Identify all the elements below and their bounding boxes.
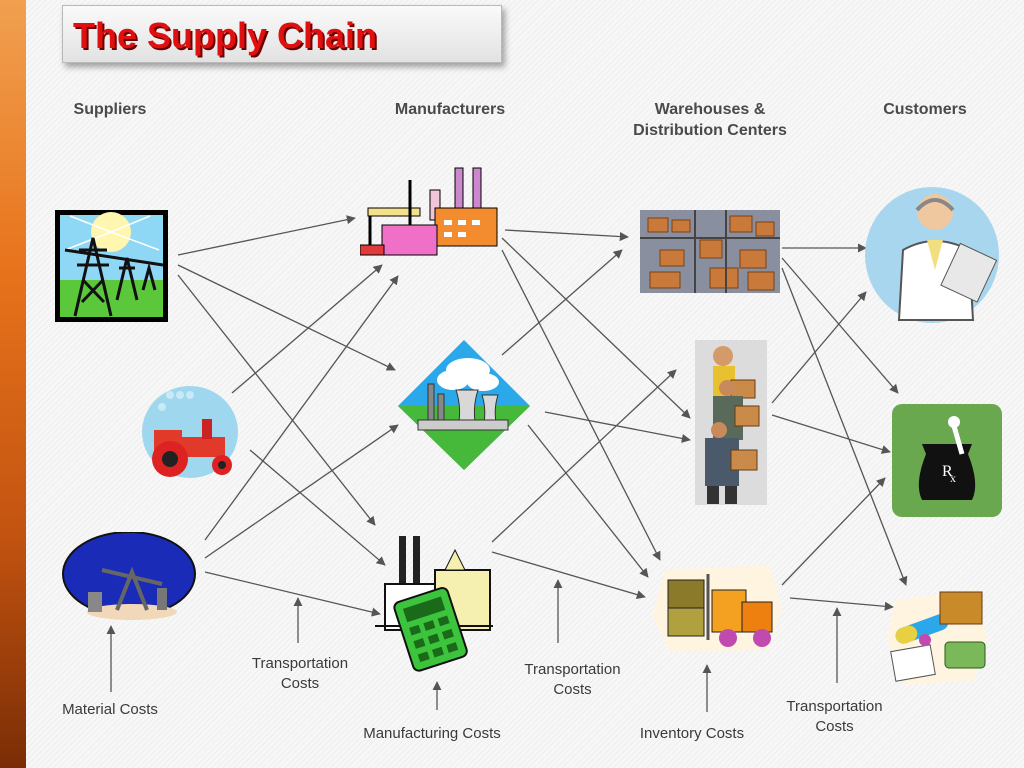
power-lines-icon <box>55 210 168 322</box>
header-suppliers: Suppliers <box>73 101 147 118</box>
svg-text:R: R <box>942 463 953 480</box>
medicine-icon <box>887 590 987 685</box>
header-manufacturers: Manufacturers <box>394 101 506 118</box>
tractor-icon <box>142 386 238 478</box>
workers-boxes-icon <box>695 340 767 505</box>
arrow <box>771 414 891 454</box>
arrow <box>249 449 386 566</box>
arrow <box>504 229 629 242</box>
arrow <box>501 249 661 561</box>
arrow <box>789 597 894 611</box>
arrow <box>231 264 383 394</box>
material-costs-label: Material Costs <box>62 701 158 718</box>
arrow <box>781 257 899 394</box>
page-title: The Supply Chain <box>73 15 378 56</box>
transport-costs-label-3: Transportation Costs <box>772 697 897 737</box>
transport-costs-2-line1: Transportation <box>524 661 621 678</box>
doctor-icon <box>865 187 999 323</box>
transport-costs-1-line1: Transportation <box>251 655 349 672</box>
forklift-icon <box>652 565 782 652</box>
arrow <box>501 249 623 356</box>
arrow <box>527 424 649 578</box>
arrow <box>544 411 691 443</box>
svg-text:x: x <box>950 471 956 485</box>
arrow <box>491 551 646 600</box>
inventory-costs-label: Inventory Costs <box>639 725 745 742</box>
header-warehouses-line2: Distribution Centers <box>633 122 787 139</box>
oil-pump-icon <box>62 532 196 620</box>
arrow <box>491 369 677 543</box>
arrow <box>177 264 396 371</box>
arrow <box>204 571 381 617</box>
title-box: The Supply Chain <box>62 5 502 63</box>
warehouse-shelves-icon <box>640 210 780 293</box>
arrow <box>781 477 886 586</box>
header-warehouses-line1: Warehouses & <box>654 101 766 118</box>
arrow <box>501 237 691 419</box>
transport-costs-3-line1: Transportation <box>786 698 883 715</box>
header-customers: Customers <box>883 101 967 118</box>
manufacturing-costs-label: Manufacturing Costs <box>363 725 501 742</box>
transport-costs-label-2: Transportation Costs <box>510 660 635 700</box>
factory-icon <box>360 167 498 256</box>
power-plant-icon <box>398 340 530 470</box>
pharmacy-rx-icon: R x <box>892 404 1002 517</box>
transport-costs-2-line2: Costs <box>553 681 592 698</box>
arrow <box>177 215 356 256</box>
transport-costs-1-line2: Costs <box>280 675 320 692</box>
transport-costs-3-line2: Costs <box>815 718 854 735</box>
arrow <box>771 291 867 404</box>
arrow <box>204 275 399 541</box>
arrow <box>204 424 399 559</box>
accent-sidebar <box>0 0 26 768</box>
calculator-factory-icon <box>375 536 493 672</box>
transport-costs-label-1: Transportation Costs <box>240 654 360 694</box>
arrow <box>781 267 908 586</box>
arrow <box>177 274 376 526</box>
header-warehouses: Warehouses & Distribution Centers <box>610 99 810 141</box>
